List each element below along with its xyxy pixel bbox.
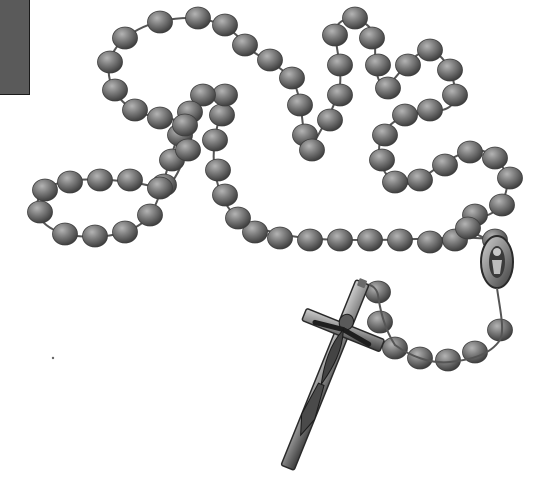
bead [147,106,173,130]
bead [212,13,238,37]
bead [327,53,353,77]
bead [267,226,293,250]
bead [190,83,216,107]
crucifix-chain [354,283,504,364]
bead [327,83,353,107]
bead [417,230,443,254]
bead [102,78,128,102]
bead [437,58,463,82]
bead [327,228,353,252]
bead [299,138,325,162]
bead [112,26,138,50]
bead [175,138,201,162]
bead [317,108,343,132]
bead [382,336,408,360]
bead [97,50,123,74]
bead [392,103,418,127]
bead [242,220,268,244]
bead [455,216,481,240]
bead [387,228,413,252]
rosary-centerpiece-medal [480,235,514,289]
bead [52,222,78,246]
dust-speck [51,356,55,360]
bead [435,348,461,372]
bead [417,98,443,122]
bead [372,123,398,147]
bead [297,228,323,252]
bead [117,168,143,192]
bead [225,206,251,230]
bead [57,170,83,194]
bead [482,146,508,170]
bead [442,83,468,107]
bead [185,6,211,30]
bead [497,166,523,190]
bead [172,113,198,137]
bead [342,6,368,30]
bead [82,224,108,248]
bead [209,103,235,127]
bead [147,176,173,200]
bead [369,148,395,172]
bead [205,158,231,182]
bead [367,310,393,334]
bead [232,33,258,57]
bead [489,193,515,217]
bead [279,66,305,90]
bead [202,128,228,152]
bead [375,76,401,100]
corner-dark-swatch [0,0,30,95]
bead [122,98,148,122]
bead [27,200,53,224]
bead [457,140,483,164]
bead [395,53,421,77]
bead [359,26,385,50]
bead [32,178,58,202]
bead [137,203,163,227]
bead [287,93,313,117]
bead [87,168,113,192]
bead [432,153,458,177]
crucifix [280,278,385,471]
bead [212,83,238,107]
bead [357,228,383,252]
bead [365,53,391,77]
bead [322,23,348,47]
rosary-beads [27,6,523,372]
bead [212,183,238,207]
bead [407,168,433,192]
bead [382,170,408,194]
bead [147,10,173,34]
bead [112,220,138,244]
bead [257,48,283,72]
bead [417,38,443,62]
